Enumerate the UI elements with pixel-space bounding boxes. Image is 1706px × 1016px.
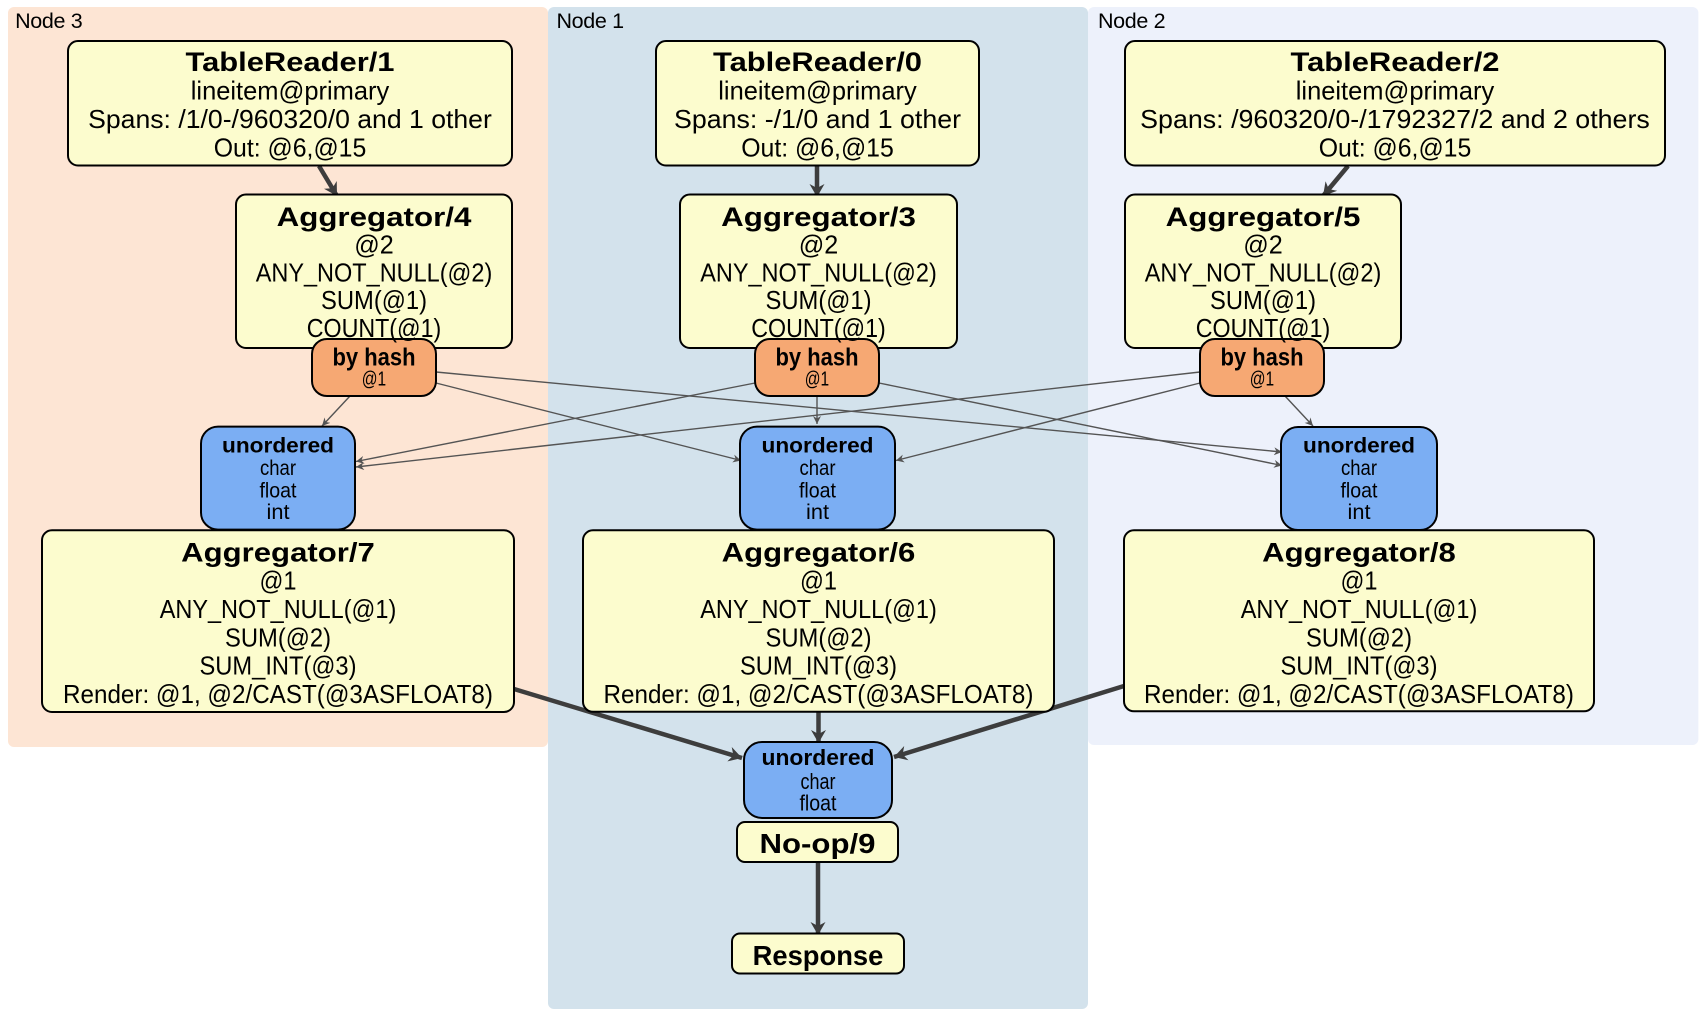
svg-text:Spans: /1/0-/960320/0 and 1 ot: Spans: /1/0-/960320/0 and 1 other bbox=[88, 104, 492, 134]
svg-text:lineitem@primary: lineitem@primary bbox=[191, 75, 390, 105]
svg-text:unordered: unordered bbox=[222, 435, 334, 458]
svg-text:float: float bbox=[799, 480, 836, 503]
svg-text:char: char bbox=[260, 457, 296, 480]
svg-text:int: int bbox=[267, 501, 290, 524]
svg-text:COUNT(@1): COUNT(@1) bbox=[307, 313, 442, 343]
svg-text:@2: @2 bbox=[354, 230, 394, 260]
svg-text:ANY_NOT_NULL(@1): ANY_NOT_NULL(@1) bbox=[1241, 594, 1478, 624]
svg-text:@1: @1 bbox=[1341, 566, 1378, 596]
svg-text:@1: @1 bbox=[260, 566, 297, 596]
svg-text:lineitem@primary: lineitem@primary bbox=[1296, 75, 1495, 105]
svg-text:Aggregator/3: Aggregator/3 bbox=[721, 202, 916, 232]
svg-text:Aggregator/5: Aggregator/5 bbox=[1166, 202, 1361, 232]
svg-text:int: int bbox=[806, 501, 829, 524]
svg-text:ANY_NOT_NULL(@2): ANY_NOT_NULL(@2) bbox=[256, 257, 493, 287]
svg-text:Out: @6,@15: Out: @6,@15 bbox=[741, 133, 894, 163]
svg-text:by hash: by hash bbox=[776, 344, 859, 372]
svg-text:@1: @1 bbox=[805, 369, 829, 391]
svg-text:SUM(@2): SUM(@2) bbox=[1306, 622, 1412, 652]
svg-text:SUM_INT(@3): SUM_INT(@3) bbox=[740, 651, 897, 681]
svg-text:by hash: by hash bbox=[333, 344, 416, 372]
svg-text:Spans: -/1/0 and 1 other: Spans: -/1/0 and 1 other bbox=[674, 104, 961, 134]
svg-text:COUNT(@1): COUNT(@1) bbox=[751, 313, 886, 343]
svg-text:ANY_NOT_NULL(@1): ANY_NOT_NULL(@1) bbox=[160, 594, 397, 624]
svg-text:ANY_NOT_NULL(@2): ANY_NOT_NULL(@2) bbox=[1145, 257, 1382, 287]
svg-text:TableReader/0: TableReader/0 bbox=[713, 47, 922, 77]
svg-text:Render: @1, @2/CAST(@3ASFLOAT8: Render: @1, @2/CAST(@3ASFLOAT8) bbox=[63, 679, 493, 709]
svg-text:SUM(@2): SUM(@2) bbox=[766, 622, 872, 652]
svg-text:Aggregator/4: Aggregator/4 bbox=[277, 202, 472, 232]
svg-text:by hash: by hash bbox=[1221, 344, 1304, 372]
svg-text:Aggregator/8: Aggregator/8 bbox=[1262, 537, 1456, 567]
svg-text:Node 2: Node 2 bbox=[1098, 9, 1166, 33]
svg-text:Node 3: Node 3 bbox=[15, 9, 83, 33]
svg-text:unordered: unordered bbox=[1303, 435, 1415, 458]
svg-text:Out: @6,@15: Out: @6,@15 bbox=[1319, 133, 1472, 163]
svg-text:int: int bbox=[1348, 501, 1371, 524]
svg-text:unordered: unordered bbox=[762, 435, 874, 458]
svg-text:SUM_INT(@3): SUM_INT(@3) bbox=[1281, 651, 1438, 681]
svg-text:Aggregator/7: Aggregator/7 bbox=[181, 537, 375, 567]
svg-text:TableReader/1: TableReader/1 bbox=[186, 47, 395, 77]
svg-text:@1: @1 bbox=[362, 369, 386, 391]
svg-text:@1: @1 bbox=[1250, 369, 1274, 391]
svg-text:float: float bbox=[800, 790, 837, 815]
svg-text:SUM(@1): SUM(@1) bbox=[1210, 285, 1316, 315]
svg-text:@2: @2 bbox=[799, 230, 839, 260]
svg-text:SUM(@1): SUM(@1) bbox=[321, 285, 427, 315]
svg-text:No-op/9: No-op/9 bbox=[760, 828, 876, 859]
svg-text:char: char bbox=[800, 457, 836, 480]
svg-text:SUM_INT(@3): SUM_INT(@3) bbox=[200, 651, 357, 681]
svg-text:unordered: unordered bbox=[762, 745, 875, 770]
svg-text:TableReader/2: TableReader/2 bbox=[1291, 47, 1500, 77]
svg-text:COUNT(@1): COUNT(@1) bbox=[1196, 313, 1331, 343]
svg-text:Node 1: Node 1 bbox=[557, 9, 625, 33]
svg-text:Spans: /960320/0-/1792327/2 an: Spans: /960320/0-/1792327/2 and 2 others bbox=[1140, 104, 1650, 134]
svg-text:ANY_NOT_NULL(@2): ANY_NOT_NULL(@2) bbox=[700, 257, 937, 287]
svg-text:char: char bbox=[801, 769, 836, 794]
svg-text:float: float bbox=[260, 480, 297, 503]
svg-text:Aggregator/6: Aggregator/6 bbox=[722, 537, 916, 567]
svg-text:ANY_NOT_NULL(@1): ANY_NOT_NULL(@1) bbox=[700, 594, 937, 624]
svg-text:@1: @1 bbox=[800, 566, 837, 596]
svg-text:char: char bbox=[1341, 457, 1377, 480]
svg-text:Out: @6,@15: Out: @6,@15 bbox=[214, 133, 367, 163]
svg-text:Render: @1, @2/CAST(@3ASFLOAT8: Render: @1, @2/CAST(@3ASFLOAT8) bbox=[604, 679, 1034, 709]
svg-text:Response: Response bbox=[753, 940, 884, 971]
svg-text:@2: @2 bbox=[1243, 230, 1283, 260]
svg-text:float: float bbox=[1341, 480, 1378, 503]
svg-text:lineitem@primary: lineitem@primary bbox=[718, 75, 917, 105]
svg-text:Render: @1, @2/CAST(@3ASFLOAT8: Render: @1, @2/CAST(@3ASFLOAT8) bbox=[1144, 679, 1574, 709]
svg-text:SUM(@1): SUM(@1) bbox=[766, 285, 872, 315]
svg-text:SUM(@2): SUM(@2) bbox=[225, 622, 331, 652]
